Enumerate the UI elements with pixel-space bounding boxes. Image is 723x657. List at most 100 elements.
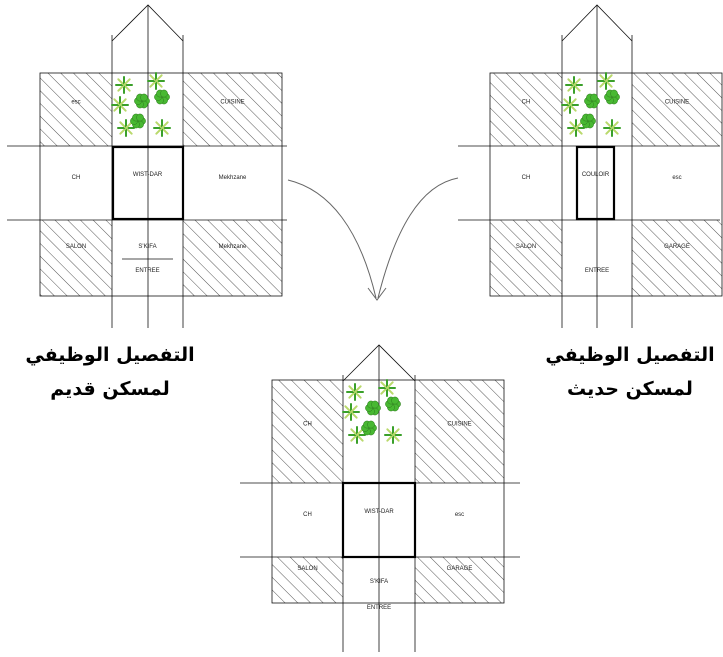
plant-leaf: [350, 405, 358, 413]
plant-bush-2: [154, 89, 170, 105]
plant-star-2: [378, 379, 396, 397]
caption-new-line1: التفصيل الوظيفي: [545, 344, 715, 366]
plant-leaf: [123, 78, 131, 86]
plant-bush-1: [134, 93, 150, 109]
axis-arrow-head: [561, 4, 633, 42]
plant-star-1: [346, 383, 364, 401]
plant-star-5: [567, 119, 585, 137]
hatched-room-bl: [40, 220, 112, 296]
room-label-bc: S'KIFA: [138, 244, 156, 250]
plant-star-4: [153, 119, 171, 137]
plant-star-3: [342, 403, 360, 421]
plant-bush-1: [365, 400, 381, 416]
plant-star-5: [348, 426, 366, 444]
bush-leaf: [590, 93, 598, 102]
plant-star-3: [111, 96, 129, 114]
room-label-br: GARAGE: [664, 244, 690, 250]
room-label-ml: CH: [72, 175, 81, 181]
hatched-room-tr: [183, 73, 282, 146]
central-room-outline: [575, 145, 616, 221]
plant-leaf: [119, 98, 127, 106]
room-label-mr: esc: [672, 175, 681, 181]
hatched-room-tr: [415, 380, 504, 483]
plant-star-2: [597, 72, 615, 90]
bush-leaf: [371, 400, 379, 409]
bush-leaf: [610, 89, 618, 98]
hatched-room-tl: [490, 73, 562, 146]
caption-old-line1: التفصيل الوظيفي: [25, 344, 195, 366]
caption-new-house: التفصيل الوظيفي لمسكن حديث: [545, 338, 715, 406]
room-label-tr: CUISINE: [665, 100, 689, 106]
curve-from-left-plan: [287, 179, 377, 299]
plant-bush-3: [580, 113, 596, 129]
room-label-tl: esc: [71, 100, 80, 106]
hatched-room-bl: [490, 220, 562, 296]
plant-leaf: [354, 385, 362, 393]
plant-bush-3: [361, 420, 377, 436]
room-label-bl: SALON: [297, 566, 317, 572]
curve-from-right-plan: [377, 177, 459, 299]
hatched-room-bl: [272, 557, 343, 603]
plant-star-5: [117, 119, 135, 137]
plant-leaf: [392, 428, 400, 436]
hatched-room-br: [632, 220, 722, 296]
bush-leaf: [136, 113, 144, 122]
central-room-outline: [111, 145, 185, 221]
plant-star-3: [561, 96, 579, 114]
room-label-mr: Mekhzane: [219, 175, 247, 181]
plant-bush-2: [385, 396, 401, 412]
room-label-bc: S'KIFA: [370, 579, 388, 585]
room-label-bc: ENTREE: [585, 268, 609, 274]
plant-bush-1: [584, 93, 600, 109]
bush-leaf: [391, 396, 399, 405]
central-room-outline: [341, 481, 417, 559]
caption-old-line2: لمسكن قديم: [50, 378, 170, 400]
room-label-mc: WIST-DAR: [364, 509, 394, 515]
bush-leaf: [367, 420, 375, 429]
plant-leaf: [575, 121, 583, 129]
plant-leaf: [605, 74, 613, 82]
plant-star-4: [384, 426, 402, 444]
hatched-room-br: [415, 557, 504, 603]
plant-star-2: [147, 72, 165, 90]
plant-star-4: [603, 119, 621, 137]
plant-leaf: [125, 121, 133, 129]
room-label-mc: WIST-DAR: [133, 172, 163, 178]
room-label-br: GARAGE: [447, 566, 473, 572]
bush-leaf: [140, 93, 148, 102]
plant-leaf: [155, 74, 163, 82]
plant-bush-3: [130, 113, 146, 129]
room-label-bl: SALON: [516, 244, 536, 250]
room-label-tr: CUISINE: [447, 422, 471, 428]
room-label-mc: COULOIR: [582, 172, 610, 178]
room-label-ml: CH: [522, 175, 531, 181]
plan-outline: [39, 72, 283, 297]
caption-new-line2: لمسكن حديث: [567, 378, 693, 400]
caption-old-house: التفصيل الوظيفي لمسكن قديم: [25, 338, 195, 406]
room-label-tr: CUISINE: [220, 100, 244, 106]
room-label-tl: CH: [522, 100, 531, 106]
plant-star-1: [115, 76, 133, 94]
hatched-room-br: [183, 220, 282, 296]
convergence-arrows: [287, 177, 459, 301]
plant-leaf: [161, 121, 169, 129]
plant-leaf: [569, 98, 577, 106]
hatched-room-tl: [272, 380, 343, 483]
hatched-room-tl: [40, 73, 112, 146]
room-label-bc2: ENTREE: [367, 605, 391, 611]
plant-bush-2: [604, 89, 620, 105]
plant-leaf: [386, 381, 394, 389]
room-label-bc2: ENTREE: [135, 268, 159, 274]
plant-star-1: [565, 76, 583, 94]
plant-leaf: [356, 428, 364, 436]
bush-leaf: [586, 113, 594, 122]
hatched-room-tr: [632, 73, 722, 146]
room-label-mr: esc: [455, 512, 464, 518]
axis-arrow-head: [342, 344, 416, 382]
room-label-ml: CH: [303, 512, 312, 518]
axis-arrow-head: [111, 4, 184, 42]
room-label-tl: CH: [303, 422, 312, 428]
